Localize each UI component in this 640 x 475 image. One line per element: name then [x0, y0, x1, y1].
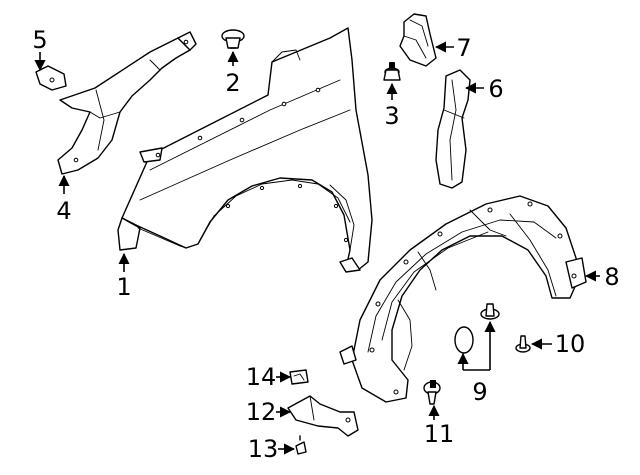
callout-1: 1: [116, 273, 131, 301]
bolt-part[interactable]: [221, 29, 245, 49]
fender-part[interactable]: [117, 27, 373, 273]
callout-6: 6: [488, 75, 503, 103]
wheel-liner-part[interactable]: [339, 195, 587, 403]
plug-part[interactable]: [454, 303, 500, 354]
callout-7: 7: [456, 34, 471, 62]
callout-labels: 1 2 3 4 5 6 7 8 9 10 11 12 13 14: [32, 26, 619, 463]
insulator-block-part[interactable]: [399, 13, 437, 67]
callout-13: 13: [248, 435, 279, 463]
callout-8: 8: [604, 263, 619, 291]
callout-12: 12: [246, 398, 277, 426]
callout-5: 5: [32, 26, 47, 54]
callout-9: 9: [472, 378, 487, 406]
leader-lines: [34, 41, 600, 455]
clip-part[interactable]: [383, 62, 401, 81]
small-bracket-part[interactable]: [287, 395, 359, 437]
callout-3: 3: [384, 102, 399, 130]
pin-part[interactable]: [515, 335, 531, 353]
screw-part[interactable]: [423, 380, 441, 405]
callout-4: 4: [56, 197, 71, 225]
fender-bracket-part[interactable]: [35, 31, 197, 175]
callout-10: 10: [555, 330, 586, 358]
callout-14: 14: [246, 363, 277, 391]
callout-2: 2: [225, 69, 240, 97]
callout-11: 11: [424, 420, 455, 448]
nut-clip-part[interactable]: [289, 369, 309, 385]
stud-part[interactable]: [295, 435, 307, 455]
fender-seal-part[interactable]: [435, 69, 471, 189]
